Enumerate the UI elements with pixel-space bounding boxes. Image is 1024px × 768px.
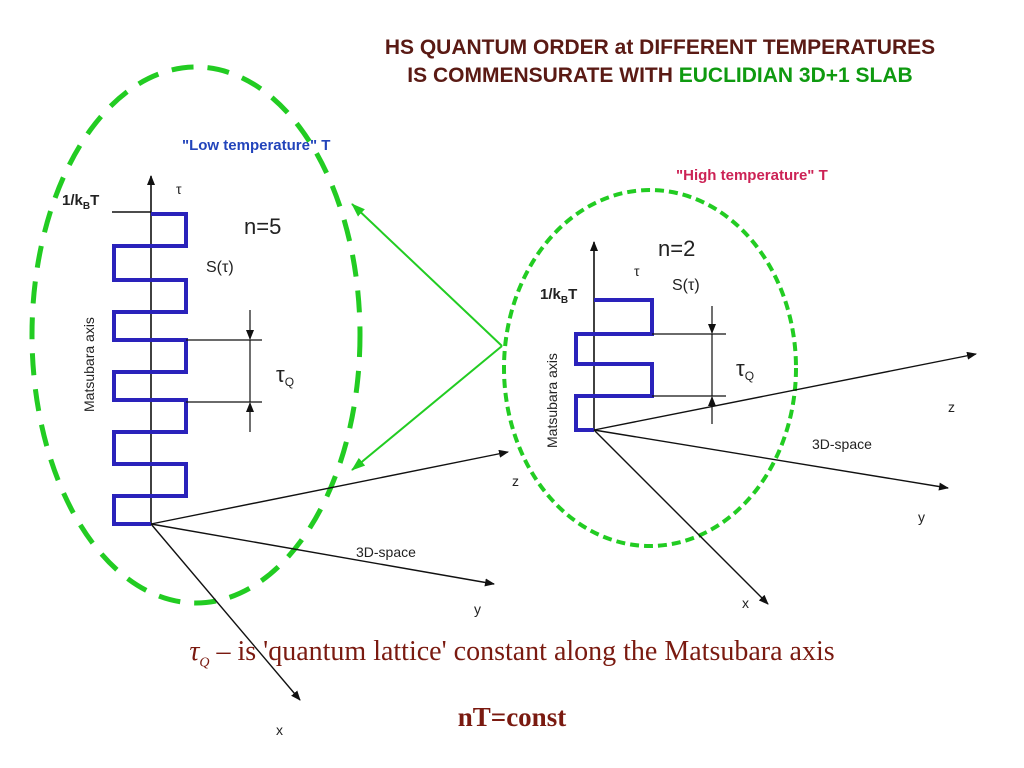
title-line-2: IS COMMENSURATE WITH EUCLIDIAN 3D+1 SLAB bbox=[300, 62, 1020, 90]
caption-definition-text: – is 'quantum lattice' constant along th… bbox=[209, 636, 835, 667]
high-y-axis bbox=[593, 429, 949, 491]
low-y-axis bbox=[150, 523, 495, 587]
high-inverse-temp: 1/kBT bbox=[540, 286, 577, 306]
high-y-label: y bbox=[918, 509, 925, 525]
high-space-label: 3D-space bbox=[812, 436, 872, 452]
slide-title: HS QUANTUM ORDER at DIFFERENT TEMPERATUR… bbox=[300, 34, 1020, 90]
high-tau-q: τQ bbox=[736, 356, 754, 383]
low-temp-ellipse bbox=[29, 64, 363, 606]
high-x-axis bbox=[593, 429, 769, 605]
high-pulse-train bbox=[574, 298, 654, 432]
low-matsubara-label: Matsubara axis bbox=[81, 317, 97, 412]
high-s-tau: S(τ) bbox=[672, 277, 700, 294]
connector-arrow-lower bbox=[351, 345, 503, 471]
low-pulse-train bbox=[112, 212, 188, 526]
high-temp-label: "High temperature" T bbox=[676, 167, 828, 184]
low-z-axis bbox=[150, 449, 509, 525]
caption-definition: τQ – is 'quantum lattice' constant along… bbox=[0, 636, 1024, 672]
high-matsubara-label: Matsubara axis bbox=[544, 353, 560, 448]
caption-relation: nT=const bbox=[457, 702, 567, 732]
high-x-label: x bbox=[742, 595, 749, 611]
low-temp-label: "Low temperature" T bbox=[182, 137, 330, 154]
low-x-label: x bbox=[276, 722, 283, 738]
high-n-label: n=2 bbox=[658, 236, 695, 261]
low-n-label: n=5 bbox=[244, 214, 281, 239]
high-tau-axis-label: τ bbox=[634, 263, 640, 279]
low-y-label: y bbox=[474, 601, 481, 617]
connector-arrow-upper bbox=[351, 203, 503, 347]
low-inverse-temp: 1/kBT bbox=[62, 192, 99, 212]
caption-tau: τQ bbox=[189, 636, 210, 671]
low-z-label: z bbox=[512, 473, 519, 489]
high-z-axis bbox=[593, 351, 977, 431]
title-line-2-prefix: IS COMMENSURATE WITH bbox=[407, 64, 679, 87]
low-s-tau: S(τ) bbox=[206, 259, 234, 276]
low-x-axis bbox=[150, 523, 301, 701]
low-tau-axis-label: τ bbox=[176, 181, 182, 197]
title-line-2-highlight: EUCLIDIAN 3D+1 SLAB bbox=[678, 64, 913, 87]
low-space-label: 3D-space bbox=[356, 544, 416, 560]
high-temp-ellipse bbox=[502, 188, 798, 548]
high-z-label: z bbox=[948, 399, 955, 415]
low-tau-q: τQ bbox=[276, 362, 294, 389]
title-line-1: HS QUANTUM ORDER at DIFFERENT TEMPERATUR… bbox=[384, 36, 936, 59]
